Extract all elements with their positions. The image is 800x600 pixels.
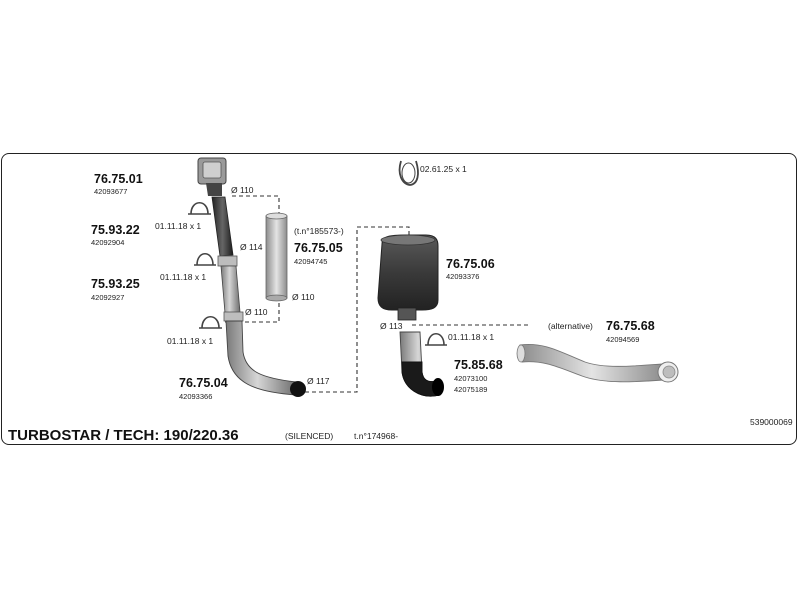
clamp-icon bbox=[425, 332, 447, 346]
band-clamp-icon bbox=[398, 160, 419, 186]
part-code-75-85-68: 75.85.68 bbox=[454, 358, 503, 372]
note-silenced: (SILENCED) bbox=[285, 431, 333, 441]
clamp-label-top: 02.61.25 x 1 bbox=[420, 164, 467, 174]
part-number-76-75-01: 42093677 bbox=[94, 187, 127, 196]
sleeve-connector bbox=[217, 255, 238, 267]
pipe-outlet-end bbox=[290, 381, 306, 397]
part-75-93-25-flex-pipe bbox=[220, 265, 241, 314]
part-code-76-75-06: 76.75.06 bbox=[446, 257, 495, 271]
part-number-75-85-68-b: 42075189 bbox=[454, 385, 487, 394]
note-alternative: (alternative) bbox=[548, 321, 593, 331]
part-number-76-75-05: 42094745 bbox=[294, 257, 327, 266]
diameter-label: Ø 110 bbox=[292, 292, 315, 302]
part-code-76-75-05: 76.75.05 bbox=[294, 241, 343, 255]
part-76-75-05-pipe bbox=[265, 212, 288, 302]
note-tn-174968: t.n°174968- bbox=[354, 431, 398, 441]
part-code-75-93-22: 75.93.22 bbox=[91, 223, 140, 237]
diameter-label: Ø 117 bbox=[307, 376, 330, 386]
part-code-76-75-04: 76.75.04 bbox=[179, 376, 228, 390]
reference-number: 539000069 bbox=[750, 417, 793, 427]
part-code-75-93-25: 75.93.25 bbox=[91, 277, 140, 291]
part-76-75-01-flange bbox=[197, 157, 227, 196]
part-code-76-75-01: 76.75.01 bbox=[94, 172, 143, 186]
part-number-75-85-68-a: 42073100 bbox=[454, 374, 487, 383]
part-76-75-04-pipe bbox=[225, 320, 297, 396]
part-number-76-75-68: 42094569 bbox=[606, 335, 639, 344]
clamp-icon bbox=[188, 201, 211, 215]
clamp-label: 01.11.18 x 1 bbox=[160, 272, 206, 282]
diameter-label: Ø 114 bbox=[240, 242, 263, 252]
vehicle-title: TURBOSTAR / TECH: 190/220.36 bbox=[8, 427, 239, 444]
part-number-76-75-06: 42093376 bbox=[446, 272, 479, 281]
sleeve-connector bbox=[223, 311, 244, 322]
diameter-label: Ø 110 bbox=[245, 307, 268, 317]
diameter-label: Ø 113 bbox=[380, 321, 403, 331]
part-number-75-93-25: 42092927 bbox=[91, 293, 124, 302]
diameter-label: Ø 110 bbox=[231, 185, 254, 195]
part-code-76-75-68: 76.75.68 bbox=[606, 319, 655, 333]
dashed-connectors bbox=[225, 195, 530, 393]
clamp-label: 01.11.18 x 1 bbox=[155, 221, 201, 231]
part-75-93-22-flex-pipe bbox=[211, 196, 234, 257]
clamp-icon bbox=[194, 252, 216, 266]
note-tn-185573: (t.n°185573-) bbox=[294, 226, 344, 236]
clamp-icon bbox=[199, 315, 222, 329]
clamp-label: 01.11.18 x 1 bbox=[167, 336, 213, 346]
clamp-label: 01.11.18 x 1 bbox=[448, 332, 494, 342]
part-number-76-75-04: 42093366 bbox=[179, 392, 212, 401]
part-76-75-68-alternative-pipe bbox=[516, 344, 679, 383]
part-number-75-93-22: 42092904 bbox=[91, 238, 124, 247]
part-75-85-68-elbow bbox=[399, 331, 444, 397]
part-76-75-06-muffler bbox=[377, 234, 439, 321]
